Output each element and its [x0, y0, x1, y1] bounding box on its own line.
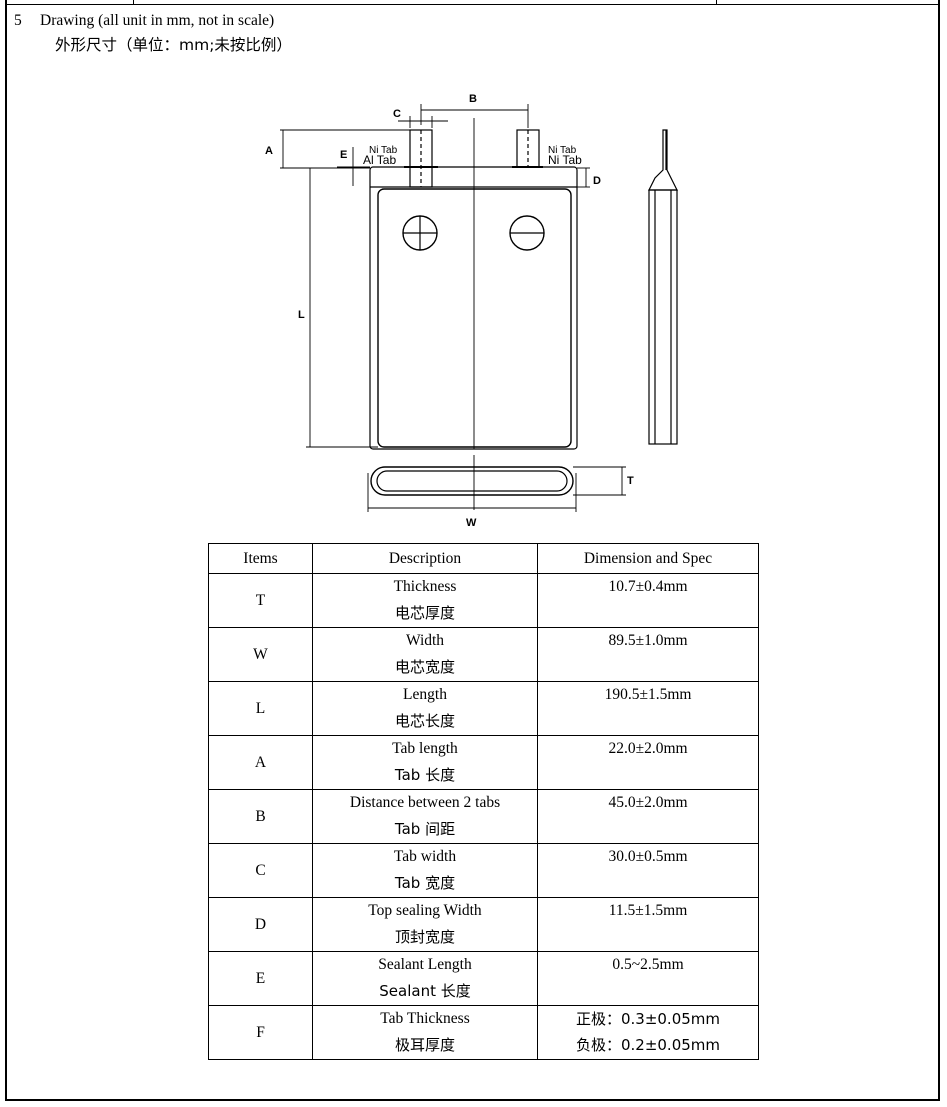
spec-table: Items Description Dimension and Spec T T…: [208, 543, 759, 1060]
table-row: W Width 电芯宽度 89.5±1.0mm: [208, 627, 759, 682]
description-zh: Sealant 长度: [379, 982, 471, 1000]
spec-value: 0.5~2.5mm: [612, 956, 684, 973]
table-row: D Top sealing Width 顶封宽度 11.5±1.5mm: [208, 897, 759, 952]
cell-body: [377, 188, 572, 448]
spec-value-negative: 负极：0.2±0.05mm: [575, 1036, 721, 1054]
row-spec: 正极：0.3±0.05mm 负极：0.2±0.05mm: [537, 1005, 759, 1060]
spec-value: 22.0±2.0mm: [608, 740, 688, 757]
spec-value: 30.0±0.5mm: [608, 848, 688, 865]
table-header-row: Items Description Dimension and Spec: [208, 543, 759, 574]
row-item: D: [208, 897, 313, 952]
description-en: Width: [405, 632, 445, 649]
row-spec: 45.0±2.0mm: [537, 789, 759, 844]
description-en: Tab Thickness: [380, 1010, 470, 1027]
row-spec: 190.5±1.5mm: [537, 681, 759, 736]
label-c: C: [393, 108, 401, 120]
label-d: D: [593, 175, 601, 187]
top-rule-tick: [133, 0, 134, 5]
top-rule-tick: [716, 0, 717, 5]
bottom-view: [370, 466, 574, 496]
section-subtitle: 外形尺寸（单位：mm;未按比例）: [55, 36, 292, 54]
header-dimension: Dimension and Spec: [537, 543, 759, 574]
table-row: L Length 电芯长度 190.5±1.5mm: [208, 681, 759, 736]
description-en: Tab length: [392, 740, 458, 757]
spec-value-positive: 正极：0.3±0.05mm: [575, 1010, 721, 1028]
row-description: Length 电芯长度: [312, 681, 538, 736]
row-item: W: [208, 627, 313, 682]
description-en: Tab width: [393, 848, 457, 865]
row-spec: 22.0±2.0mm: [537, 735, 759, 790]
description-zh: Tab 长度: [394, 766, 456, 784]
description-zh: Tab 间距: [394, 820, 456, 838]
spec-value: 11.5±1.5mm: [608, 902, 688, 919]
top-rule: [5, 4, 940, 5]
section-heading: 5 Drawing (all unit in mm, not in scale): [14, 11, 274, 31]
side-view: [648, 189, 678, 445]
label-a: A: [265, 145, 273, 157]
label-right-small-tab: Ni Tab: [548, 145, 577, 156]
row-description: Thickness 电芯厚度: [312, 573, 538, 628]
spec-value: 45.0±2.0mm: [608, 794, 688, 811]
row-item: E: [208, 951, 313, 1006]
row-item: T: [208, 573, 313, 628]
description-zh: 极耳厚度: [394, 1036, 455, 1054]
row-description: Width 电芯宽度: [312, 627, 538, 682]
description-zh: 电芯宽度: [394, 658, 455, 676]
description-en: Thickness: [393, 578, 457, 595]
label-b: B: [469, 93, 477, 105]
section-title: Drawing (all unit in mm, not in scale): [40, 12, 275, 29]
label-left-tab: Al Tab: [363, 153, 396, 167]
description-zh: 电芯厚度: [394, 604, 455, 622]
row-spec: 0.5~2.5mm: [537, 951, 759, 1006]
row-item: B: [208, 789, 313, 844]
description-zh: 顶封宽度: [394, 928, 455, 946]
description-zh: 电芯长度: [394, 712, 455, 730]
spec-value: 10.7±0.4mm: [608, 578, 688, 595]
description-en: Length: [403, 686, 447, 703]
table-row: T Thickness 电芯厚度 10.7±0.4mm: [208, 573, 759, 628]
row-spec: 89.5±1.0mm: [537, 627, 759, 682]
row-description: Tab Thickness 极耳厚度: [312, 1005, 538, 1060]
row-spec: 11.5±1.5mm: [537, 897, 759, 952]
table-row: F Tab Thickness 极耳厚度 正极：0.3±0.05mm 负极：0.2±…: [208, 1005, 759, 1060]
label-left-small-tab: Ni Tab: [369, 145, 398, 156]
description-en: Top sealing Width: [368, 902, 482, 919]
label-e: E: [340, 149, 347, 161]
description-zh: Tab 宽度: [394, 874, 456, 892]
section-number: 5: [14, 12, 22, 29]
label-w: W: [466, 517, 477, 529]
battery-drawing: A E B C D L T W Ni Tab Al Tab Ni Tab Ni …: [265, 93, 678, 529]
label-l: L: [298, 309, 305, 321]
label-t: T: [627, 475, 634, 487]
row-item: C: [208, 843, 313, 898]
description-en: Distance between 2 tabs: [349, 794, 501, 811]
row-description: Top sealing Width 顶封宽度: [312, 897, 538, 952]
row-spec: 10.7±0.4mm: [537, 573, 759, 628]
page-frame: [5, 0, 940, 1101]
header-items: Items: [208, 543, 313, 574]
description-en: Sealant Length: [378, 956, 472, 973]
spec-value: 190.5±1.5mm: [604, 686, 692, 703]
row-item: L: [208, 681, 313, 736]
label-right-tab: Ni Tab: [548, 153, 582, 167]
row-spec: 30.0±0.5mm: [537, 843, 759, 898]
pouch-outline: [369, 166, 578, 450]
row-item: A: [208, 735, 313, 790]
spec-value: 89.5±1.0mm: [608, 632, 688, 649]
row-item: F: [208, 1005, 313, 1060]
header-description: Description: [312, 543, 538, 574]
